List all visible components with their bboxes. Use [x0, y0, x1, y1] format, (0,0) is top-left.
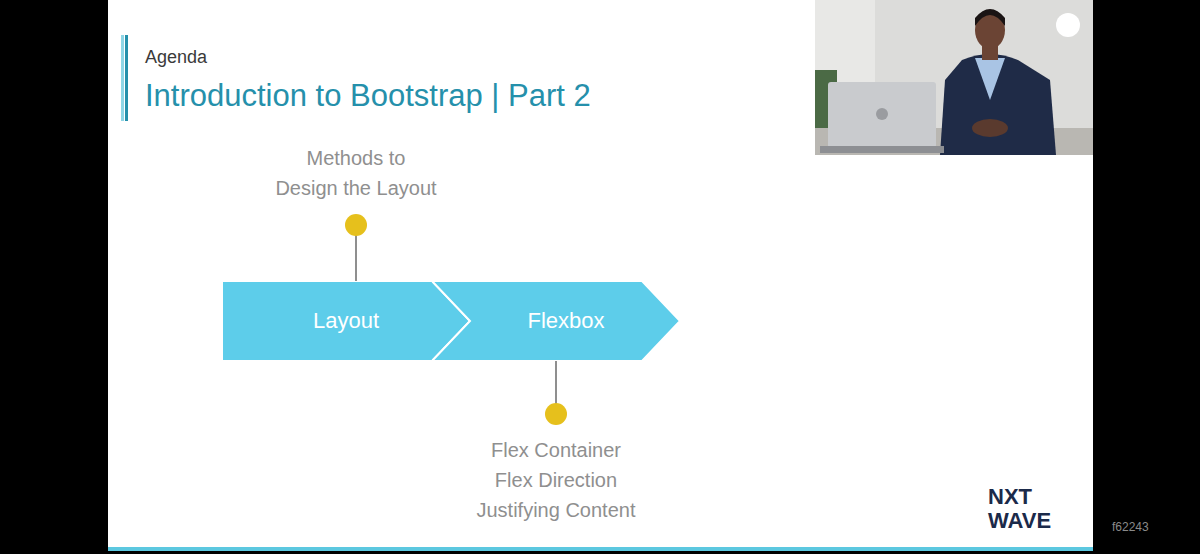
- chevron-step: Layout: [222, 281, 470, 361]
- slide-background: [108, 0, 1093, 548]
- accent-bar: [125, 35, 128, 121]
- section-heading: Agenda: [145, 46, 207, 68]
- bottom-rule: [108, 547, 1093, 551]
- annotation-text: Methods to Design the Layout: [274, 143, 438, 203]
- marker-dot: [345, 214, 367, 236]
- laptop-badge: [876, 108, 888, 120]
- step-label: Flexbox: [432, 281, 680, 361]
- slide-title: Introduction to Bootstrap | Part 2: [145, 78, 591, 114]
- webcam-wall: [815, 0, 1093, 155]
- chevron-step: Flexbox: [432, 281, 680, 361]
- chevron-outline: [432, 281, 680, 361]
- step-label: Layout: [222, 281, 470, 361]
- annotation-text: Flex Container: [456, 436, 656, 464]
- marker-dot: [545, 403, 567, 425]
- laptop: [828, 82, 936, 148]
- annotation-text: Justifying Content: [456, 496, 656, 524]
- person-shirt: [975, 58, 1005, 100]
- person-hair: [975, 9, 1005, 26]
- laptop-base: [820, 146, 944, 153]
- chevron-outline: [222, 281, 470, 361]
- webcam-logo: [1056, 13, 1080, 37]
- person-suit: [940, 54, 1056, 155]
- webcam-inset: [815, 0, 1093, 155]
- watermark: f62243: [1112, 519, 1149, 535]
- brand-logo: NXT WAVE: [988, 485, 1068, 533]
- accent-bar: [121, 35, 124, 121]
- person-hands: [972, 119, 1008, 137]
- annotation-text: Flex Direction: [456, 466, 656, 494]
